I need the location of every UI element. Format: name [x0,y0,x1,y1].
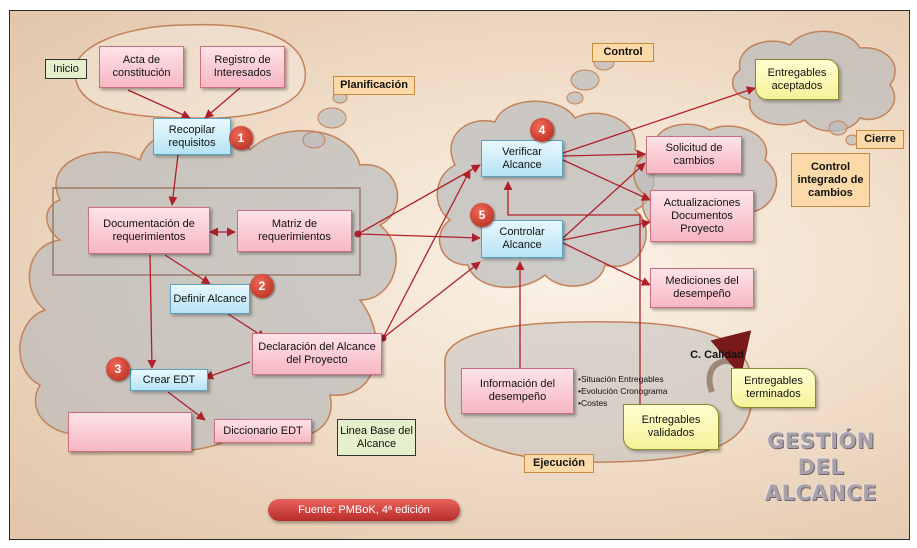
documentacion-box[interactable]: Documentación de requerimientos [88,207,210,254]
title-line-1: GESTIÓN DEL [767,429,875,479]
performance-bullets: •Situación Entregables •Evolución Cronog… [578,373,667,409]
ejecucion-label: Ejecución [524,454,594,473]
recopilar-box[interactable]: Recopilar requisitos [153,118,231,155]
declaracion-box[interactable]: Declaración del Alcance del Proyecto [252,333,382,375]
step-badge-1: 1 [229,126,253,150]
registro-box[interactable]: Registro de Interesados [200,46,285,88]
source-pill: Fuente: PMBoK, 4ª edición [268,499,460,521]
solicitud-box[interactable]: Solicitud de cambios [646,136,742,174]
c-calidad-label: C. Calidad [690,349,744,361]
diccionario-box[interactable]: Diccionario EDT [214,419,312,443]
controlar-box[interactable]: Controlar Alcance [481,220,563,258]
title-line-2: ALCANCE [764,481,878,505]
crear-edt-box[interactable]: Crear EDT [130,369,208,391]
linea-base-label: Linea Base del Alcance [337,419,416,456]
step-badge-2: 2 [250,274,274,298]
entregables-aceptados-box[interactable]: Entregables aceptados [755,59,839,100]
edt-tree-box[interactable] [68,412,192,452]
acta-box[interactable]: Acta de constitución [99,46,184,88]
definir-box[interactable]: Definir Alcance [170,284,250,314]
control-integrado-label: Control integrado de cambios [791,153,870,207]
informacion-box[interactable]: Información del desempeño [461,368,574,414]
step-badge-5: 5 [470,203,494,227]
bullet-item: •Costes [578,398,608,408]
actualizaciones-box[interactable]: Actualizaciones Documentos Proyecto [650,190,754,242]
step-badge-4: 4 [530,118,554,142]
bullet-item: •Situación Entregables [578,374,664,384]
slide-title: GESTIÓN DEL ALCANCE [746,428,896,506]
cierre-label: Cierre [856,130,904,149]
inicio-label: Inicio [45,59,87,79]
mediciones-box[interactable]: Mediciones del desempeño [650,268,754,308]
control-label: Control [592,43,654,62]
planificacion-label: Planificación [333,76,415,95]
matriz-box[interactable]: Matriz de requerimientos [237,210,352,252]
step-badge-3: 3 [106,357,130,381]
verificar-box[interactable]: Verificar Alcance [481,140,563,177]
entregables-validados-box[interactable]: Entregables validados [623,404,719,450]
entregables-terminados-box[interactable]: Entregables terminados [731,368,816,408]
bullet-item: •Evolución Cronograma [578,386,668,396]
